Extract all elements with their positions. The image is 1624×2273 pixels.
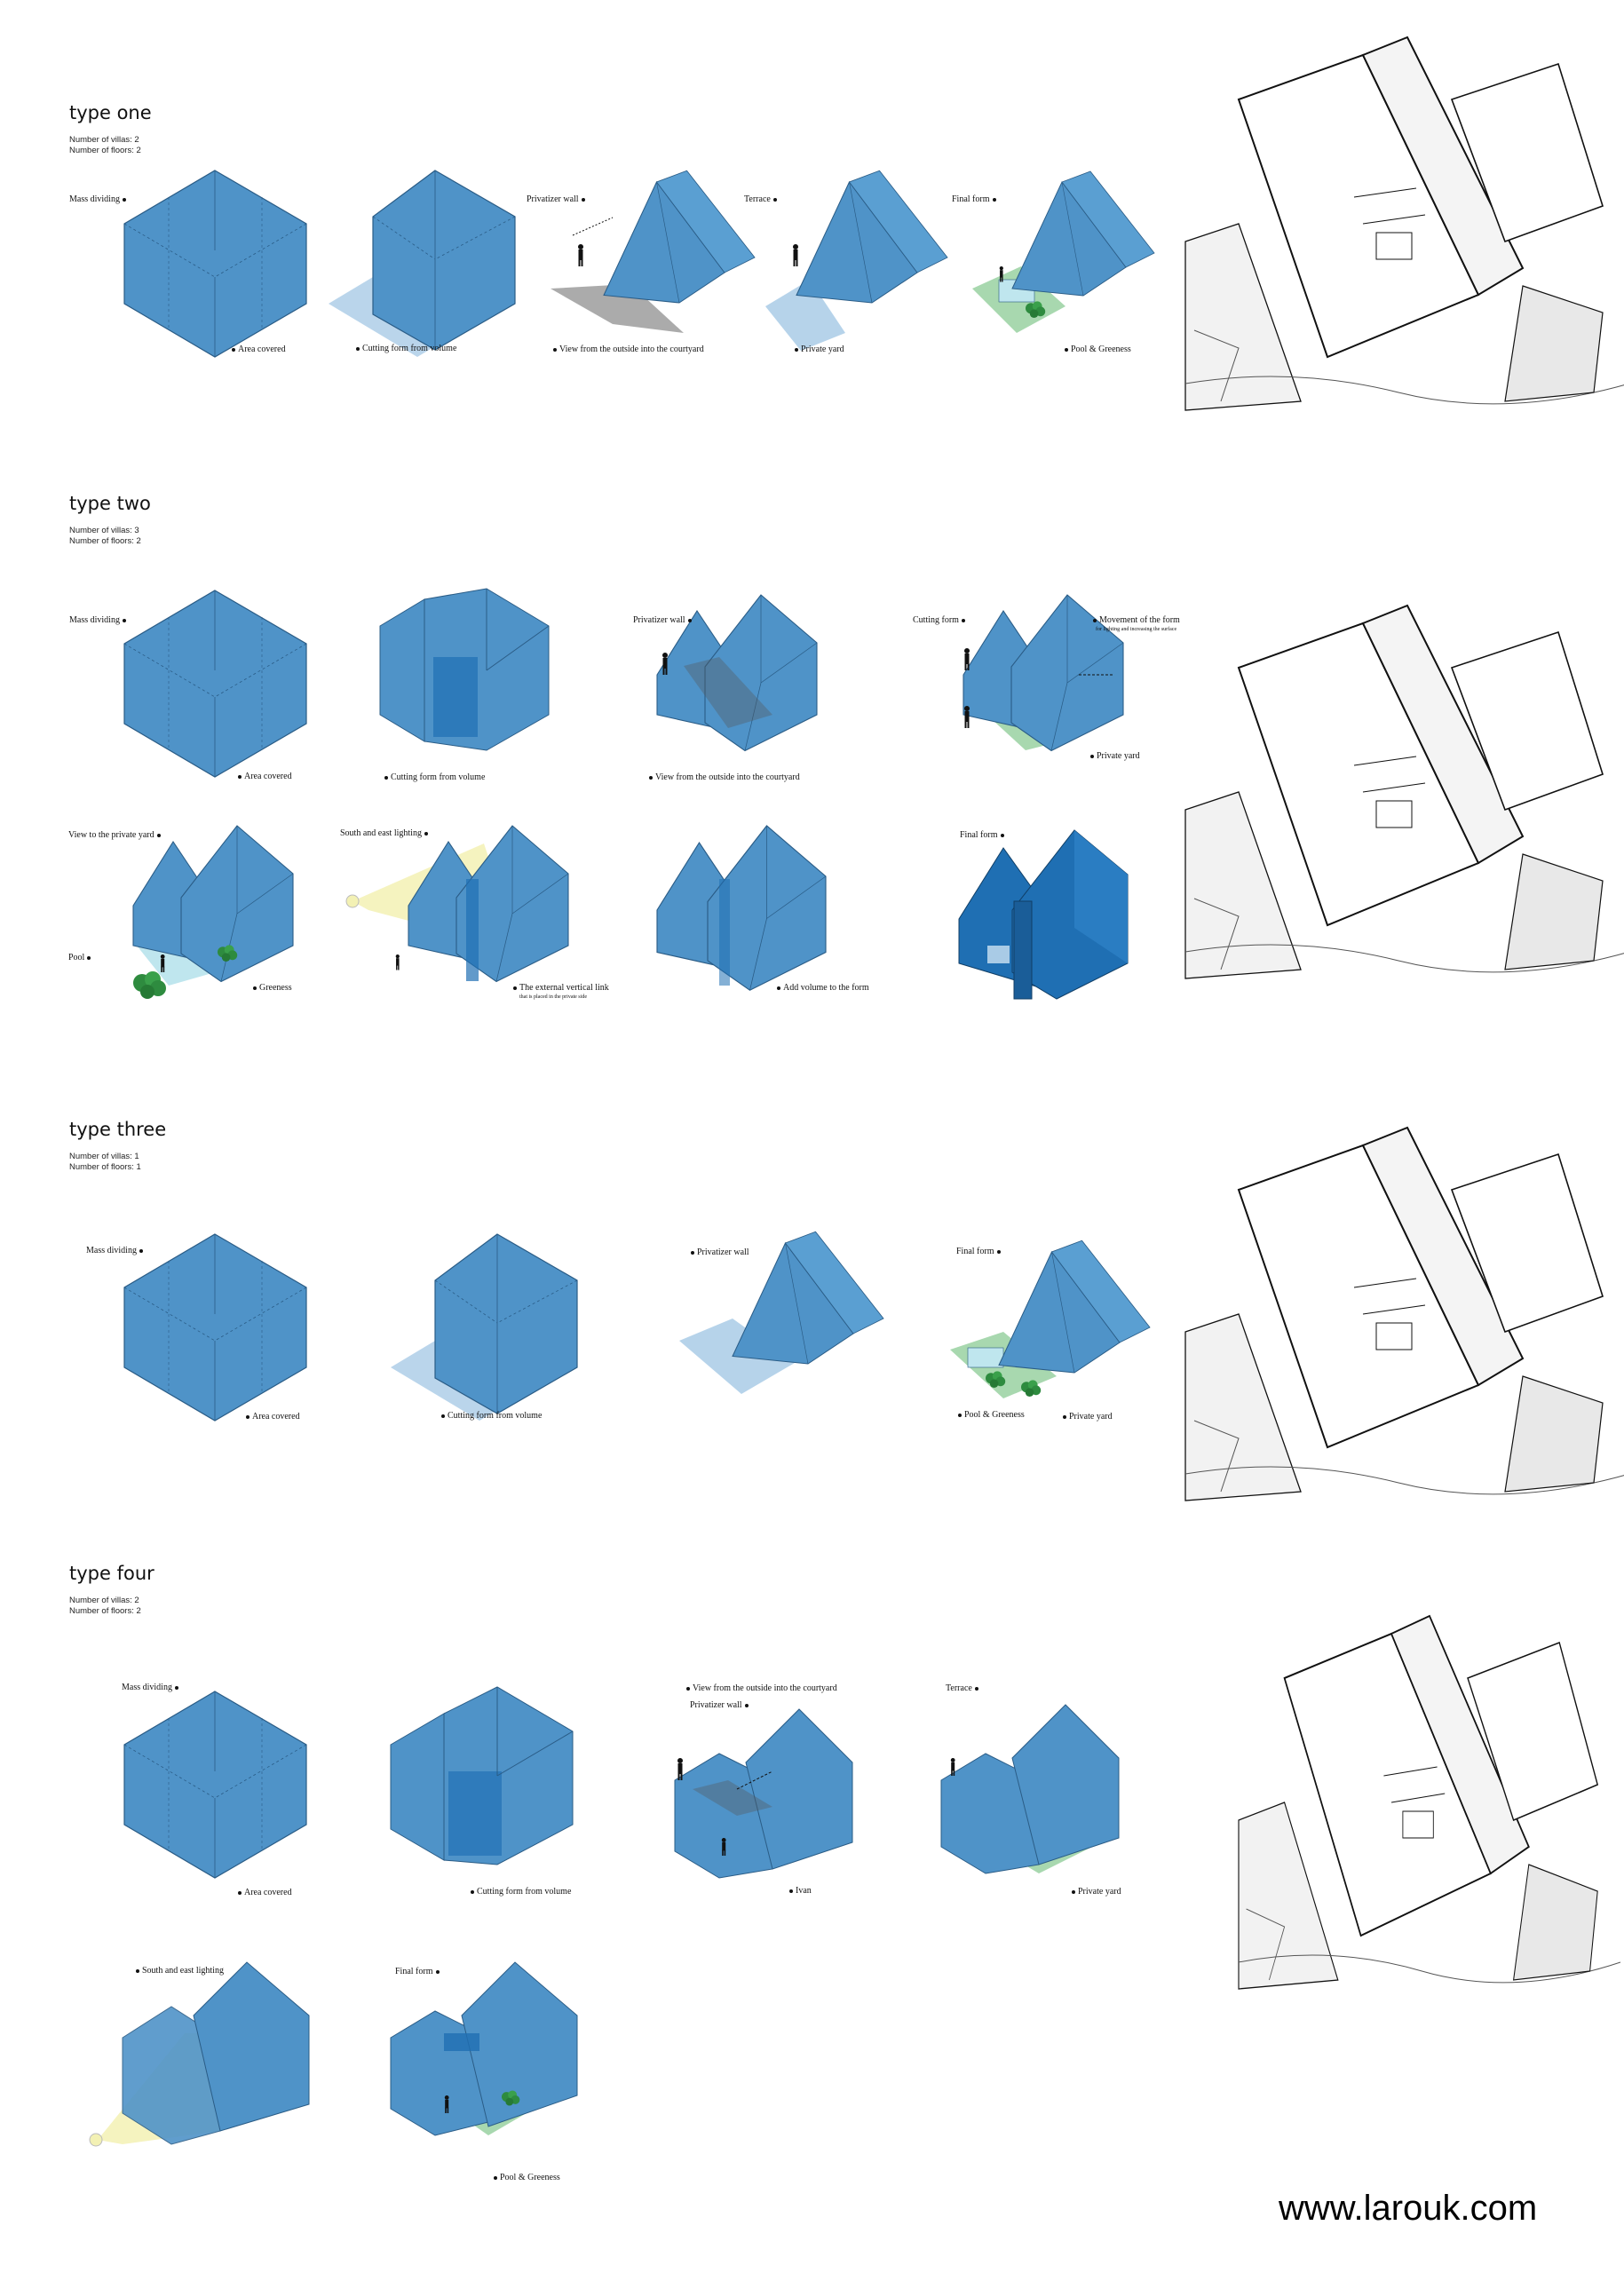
label-private-yard: Private yard (1069, 1887, 1121, 1897)
diagram-cutting (390, 1233, 578, 1422)
label-south-east-lighting: South and east lighting (340, 828, 431, 839)
label-greeness: Greeness (250, 983, 292, 994)
render-type-three (1184, 1127, 1624, 1510)
render-type-two (1184, 605, 1624, 988)
diagram-mass (123, 170, 307, 358)
label-pool-greeness: Pool & Greeness (1062, 345, 1131, 355)
diagram-privatizer (551, 170, 756, 333)
label-privatizer-wall: Privatizer wall (688, 1247, 749, 1258)
label-privatizer-wall: Privatizer wall (633, 615, 694, 626)
render-type-four (1238, 1615, 1621, 1999)
diagram-cutting (390, 1686, 574, 1865)
label-mass-dividing: Mass dividing (69, 615, 129, 626)
label-terrace: Terrace (946, 1683, 981, 1694)
diagram-cutting (379, 588, 550, 751)
floors-count: Number of floors: 2 (69, 536, 141, 546)
label-external-link: The external vertical link (511, 983, 609, 994)
section-title-type-four: type four (69, 1563, 154, 1584)
label-movement: Movement of the form (1090, 615, 1180, 626)
villas-count: Number of villas: 3 (69, 526, 139, 535)
label-terrace: Terrace (744, 194, 780, 205)
diagram-cutting (328, 170, 516, 358)
label-view-outside: View from the outside into the courtyard (684, 1683, 837, 1694)
label-view-outside: View from the outside into the courtyard (551, 345, 704, 355)
label-final-form: Final form (952, 194, 999, 205)
label-add-volume: Add volume to the form (774, 983, 869, 994)
diagram-final (972, 170, 1155, 333)
render-type-one (1184, 36, 1624, 437)
floors-count: Number of floors: 2 (69, 146, 141, 155)
diagram-mass (123, 590, 307, 778)
villas-count: Number of villas: 1 (69, 1152, 139, 1161)
diagram-lighting (89, 1961, 310, 2147)
section-title-type-three: type three (69, 1119, 167, 1140)
diagram-privatizer (674, 1708, 853, 1879)
label-privatizer-wall: Privatizer wall (690, 1700, 751, 1711)
label-pool-greeness: Pool & Greeness (491, 2173, 560, 2183)
diagram-add-volume (656, 825, 827, 991)
diagram-final (390, 1961, 578, 2136)
label-ivan: Ivan (787, 1886, 812, 1897)
label-cutting-form: Cutting form from volume (353, 344, 456, 354)
diagram-final (950, 1239, 1151, 1398)
floors-count: Number of floors: 2 (69, 1606, 141, 1616)
label-private-yard: Private yard (792, 345, 844, 355)
label-private-yard: Private yard (1060, 1412, 1113, 1422)
label-south-east-lighting: South and east lighting (133, 1966, 224, 1976)
diagram-terrace (940, 1704, 1120, 1874)
section-title-type-two: type two (69, 493, 151, 514)
label-cutting-form: Cutting form from volume (439, 1411, 542, 1422)
label-final-form: Final form (395, 1967, 442, 1977)
label-pool-greeness: Pool & Greeness (955, 1410, 1025, 1421)
floors-count: Number of floors: 1 (69, 1162, 141, 1172)
label-mass-dividing: Mass dividing (69, 194, 129, 205)
diagram-view-yard (132, 825, 294, 999)
label-pool: Pool (68, 953, 93, 963)
villas-count: Number of villas: 2 (69, 1596, 139, 1605)
label-area-covered: Area covered (235, 1888, 292, 1898)
villas-count: Number of villas: 2 (69, 135, 139, 145)
label-cutting-form-2: Cutting form (913, 615, 968, 626)
diagram-cutting-form (963, 594, 1124, 752)
label-mass-dividing: Mass dividing (122, 1683, 181, 1693)
diagram-privatizer (679, 1231, 884, 1394)
diagram-lighting (345, 825, 569, 983)
label-movement-sub: for lighting and increasing the surface (1096, 627, 1177, 632)
label-final-form: Final form (960, 830, 1007, 841)
label-private-yard: Private yard (1088, 751, 1140, 762)
label-mass-dividing: Mass dividing (86, 1246, 146, 1256)
label-cutting-form: Cutting form from volume (468, 1887, 571, 1897)
label-view-outside: View from the outside into the courtyard (646, 772, 800, 783)
website-link[interactable]: www.larouk.com (1279, 2189, 1538, 2228)
label-view-private-yard: View to the private yard (68, 830, 163, 841)
label-external-link-sub: that is placed in the private side (519, 994, 587, 1000)
section-title-type-one: type one (69, 102, 152, 123)
diagram-mass (123, 1233, 307, 1422)
label-area-covered: Area covered (235, 772, 292, 782)
label-final-form: Final form (956, 1247, 1003, 1257)
label-area-covered: Area covered (229, 345, 286, 355)
diagram-mass (123, 1691, 307, 1879)
label-privatizer-wall: Privatizer wall (527, 194, 588, 205)
label-area-covered: Area covered (243, 1412, 300, 1422)
label-cutting-form: Cutting form from volume (382, 772, 485, 783)
diagram-privatizer (656, 594, 818, 752)
diagram-terrace (765, 170, 948, 351)
diagram-final (958, 829, 1129, 1000)
